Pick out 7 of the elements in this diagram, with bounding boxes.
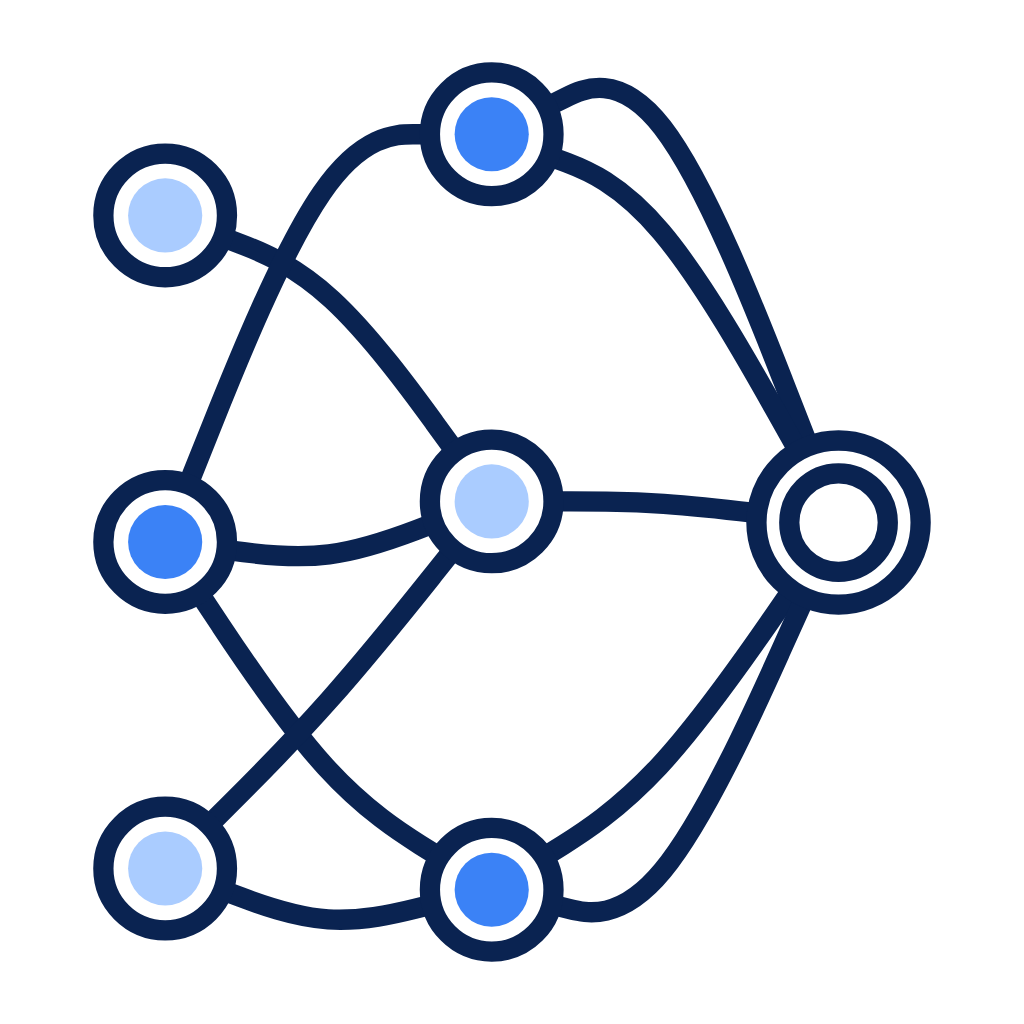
- node-ring: [746, 430, 931, 615]
- node-circle: [419, 62, 564, 207]
- node-circle: [93, 796, 238, 941]
- node-circle: [93, 143, 238, 288]
- node-circle: [419, 429, 564, 574]
- node-circle: [93, 470, 238, 614]
- node-circle: [419, 817, 564, 962]
